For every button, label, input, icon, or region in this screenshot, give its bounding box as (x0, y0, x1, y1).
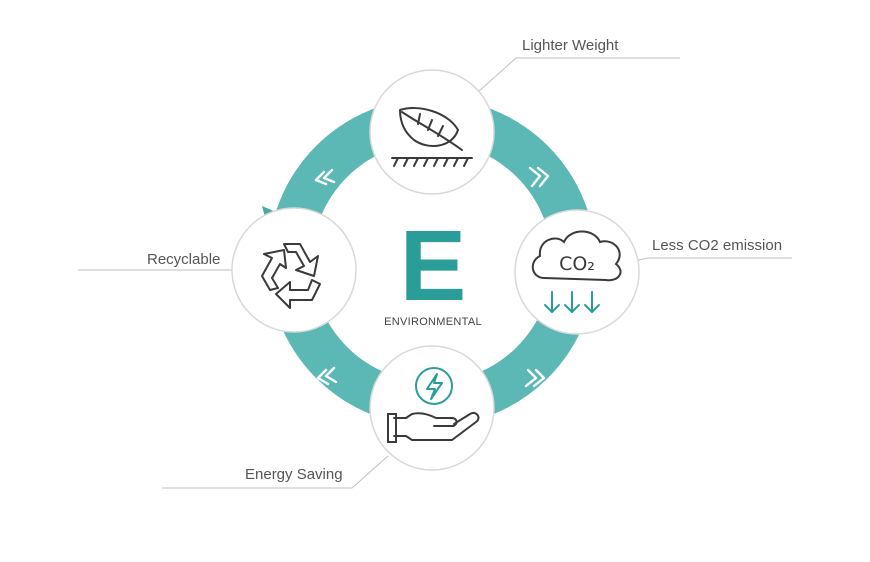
label-lighter-weight: Lighter Weight (522, 37, 619, 54)
center-subtitle: ENVIRONMENTAL (384, 316, 482, 328)
co2-label: CO₂ (559, 253, 595, 275)
node-left-circle (231, 207, 357, 333)
energy-hand-icon (387, 367, 480, 443)
chevron-icon-lower-right (524, 368, 546, 388)
label-recyclable: Recyclable (147, 251, 220, 268)
co2-cloud-icon: CO₂ (531, 230, 622, 313)
chevron-icon-lower-left (316, 366, 338, 386)
leaf-icon (391, 107, 473, 167)
center-letter: E (400, 210, 467, 322)
node-top-circle (369, 69, 495, 195)
down-arrows-icon (544, 291, 600, 313)
leader-line-top (477, 57, 680, 93)
recycle-icon (261, 243, 321, 309)
node-bottom-circle (369, 345, 495, 471)
leader-line-right (629, 257, 792, 263)
label-less-co2-emission: Less CO2 emission (652, 237, 782, 254)
leader-line-bottom (162, 455, 389, 489)
cycle-ring-inner-edge (312, 142, 552, 382)
label-energy-saving: Energy Saving (245, 466, 343, 483)
chevron-icon-upper-left (314, 168, 336, 186)
chevron-icon-upper-right (528, 166, 550, 188)
